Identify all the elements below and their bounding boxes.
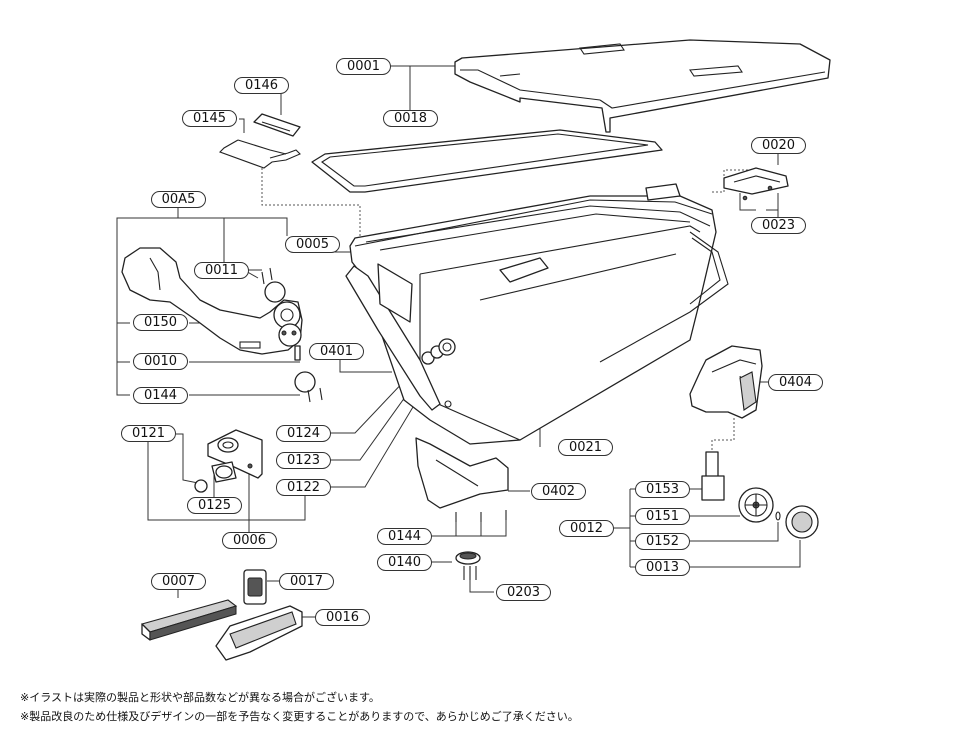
drain-bracket-part [194,429,263,493]
part-label-0017: 0017 [279,573,334,590]
part-label-0404: 0404 [768,374,823,391]
part-label-0123: 0123 [276,452,331,469]
disclaimer-note-2: ※製品改良のため仕様及びデザインの一部を予告なく変更することがありますので、あら… [20,710,579,723]
lid-part [454,39,831,133]
part-label-0011: 0011 [194,262,249,279]
grip-clip-part [243,569,267,605]
part-label-0145: 0145 [182,110,237,127]
part-label-0144-b: 0144 [377,528,432,545]
part-label-0021: 0021 [558,439,613,456]
gasket-part [311,129,663,193]
latch-part [723,167,789,201]
part-label-0010: 0010 [133,353,188,370]
part-label-0203: 0203 [496,584,551,601]
part-label-0150: 0150 [133,314,188,331]
part-label-0006: 0006 [222,532,277,549]
corner-guard-part [415,437,509,522]
part-label-0012: 0012 [559,520,614,537]
wheel-guard-part [689,345,763,419]
part-label-0001: 0001 [336,58,391,75]
part-label-0005: 0005 [285,236,340,253]
disclaimer-note-1: ※イラストは実際の製品と形状や部品数などが異なる場合がございます。 [20,691,380,704]
part-label-0018: 0018 [383,110,438,127]
part-label-0144: 0144 [133,387,188,404]
wheel-set-part [701,451,819,539]
part-label-0140: 0140 [377,554,432,571]
grip-part [215,605,303,661]
part-label-00A5: 00A5 [151,191,206,208]
part-label-0125: 0125 [187,497,242,514]
part-label-0023: 0023 [751,217,806,234]
part-label-0151: 0151 [635,508,690,525]
foot-cap-part [455,551,481,580]
part-label-0146: 0146 [234,77,289,94]
part-label-0013: 0013 [635,559,690,576]
part-label-0401: 0401 [309,343,364,360]
part-label-0152: 0152 [635,533,690,550]
handle-assembly-part [121,247,323,403]
part-label-0020: 0020 [751,137,806,154]
cooler-body-part [345,183,729,445]
part-label-0402: 0402 [531,483,586,500]
foam-bar-part [140,599,238,641]
part-label-0121: 0121 [121,425,176,442]
part-label-0122: 0122 [276,479,331,496]
strap-part [253,113,301,137]
part-label-0153: 0153 [635,481,690,498]
part-label-0007: 0007 [151,573,206,590]
hook-part [219,139,301,169]
part-label-0124: 0124 [276,425,331,442]
part-label-0016: 0016 [315,609,370,626]
